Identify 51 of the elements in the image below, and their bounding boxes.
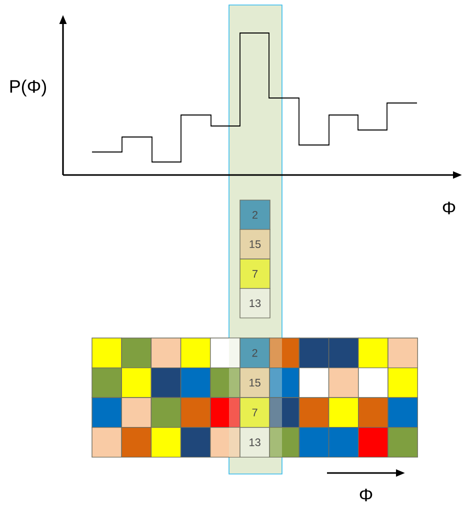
grid-cell <box>150 397 182 428</box>
grid-cell <box>121 367 152 398</box>
grid-cell <box>121 397 152 428</box>
grid-cell <box>388 367 418 398</box>
grid-cell <box>388 338 418 368</box>
grid-cell <box>298 397 330 428</box>
grid-cell <box>210 338 240 368</box>
grid-cell <box>328 367 359 398</box>
grid-cell <box>92 338 122 368</box>
grid-cell <box>121 427 152 458</box>
grid-cell <box>180 367 211 398</box>
grid-cell <box>150 338 182 368</box>
grid-cell <box>298 367 330 398</box>
grid-cell <box>210 367 240 398</box>
grid-cell <box>388 427 418 458</box>
grid-cell <box>328 427 359 458</box>
grid-cell <box>92 367 122 398</box>
grid-cell <box>358 367 388 398</box>
axis-label: P(Φ) <box>10 80 46 96</box>
grid-cell <box>150 427 182 458</box>
grid-cell <box>150 367 182 398</box>
grid-cell <box>328 397 359 428</box>
grid-cell <box>358 427 388 458</box>
grid-cell <box>358 397 388 428</box>
grid-cell <box>388 397 418 428</box>
axis-label: Φ <box>442 202 456 214</box>
number-cell: 2 <box>240 338 270 368</box>
number-cell: 7 <box>240 258 270 289</box>
grid-cell <box>298 338 330 368</box>
axis-label: Φ <box>360 488 372 502</box>
grid-cell <box>269 367 300 398</box>
number-cell: 2 <box>240 200 270 230</box>
grid-cell <box>92 427 122 458</box>
grid-cell <box>92 397 122 428</box>
grid-cell <box>358 338 388 368</box>
grid-cell <box>121 338 152 368</box>
grid-cell <box>328 338 359 368</box>
grid-cell <box>269 338 300 368</box>
grid-cell <box>269 397 300 428</box>
grid-cell <box>180 427 211 458</box>
grid-cell <box>210 427 240 458</box>
number-cell: 13 <box>240 427 270 458</box>
grid-cell <box>180 397 211 428</box>
number-cell: 13 <box>240 288 270 318</box>
number-cell: 15 <box>240 229 270 260</box>
grid-cell <box>180 338 211 368</box>
number-cell: 7 <box>240 397 270 428</box>
grid-cell <box>298 427 330 458</box>
grid-cell <box>269 427 300 458</box>
grid-cell <box>210 397 240 428</box>
number-cell: 15 <box>240 367 270 398</box>
